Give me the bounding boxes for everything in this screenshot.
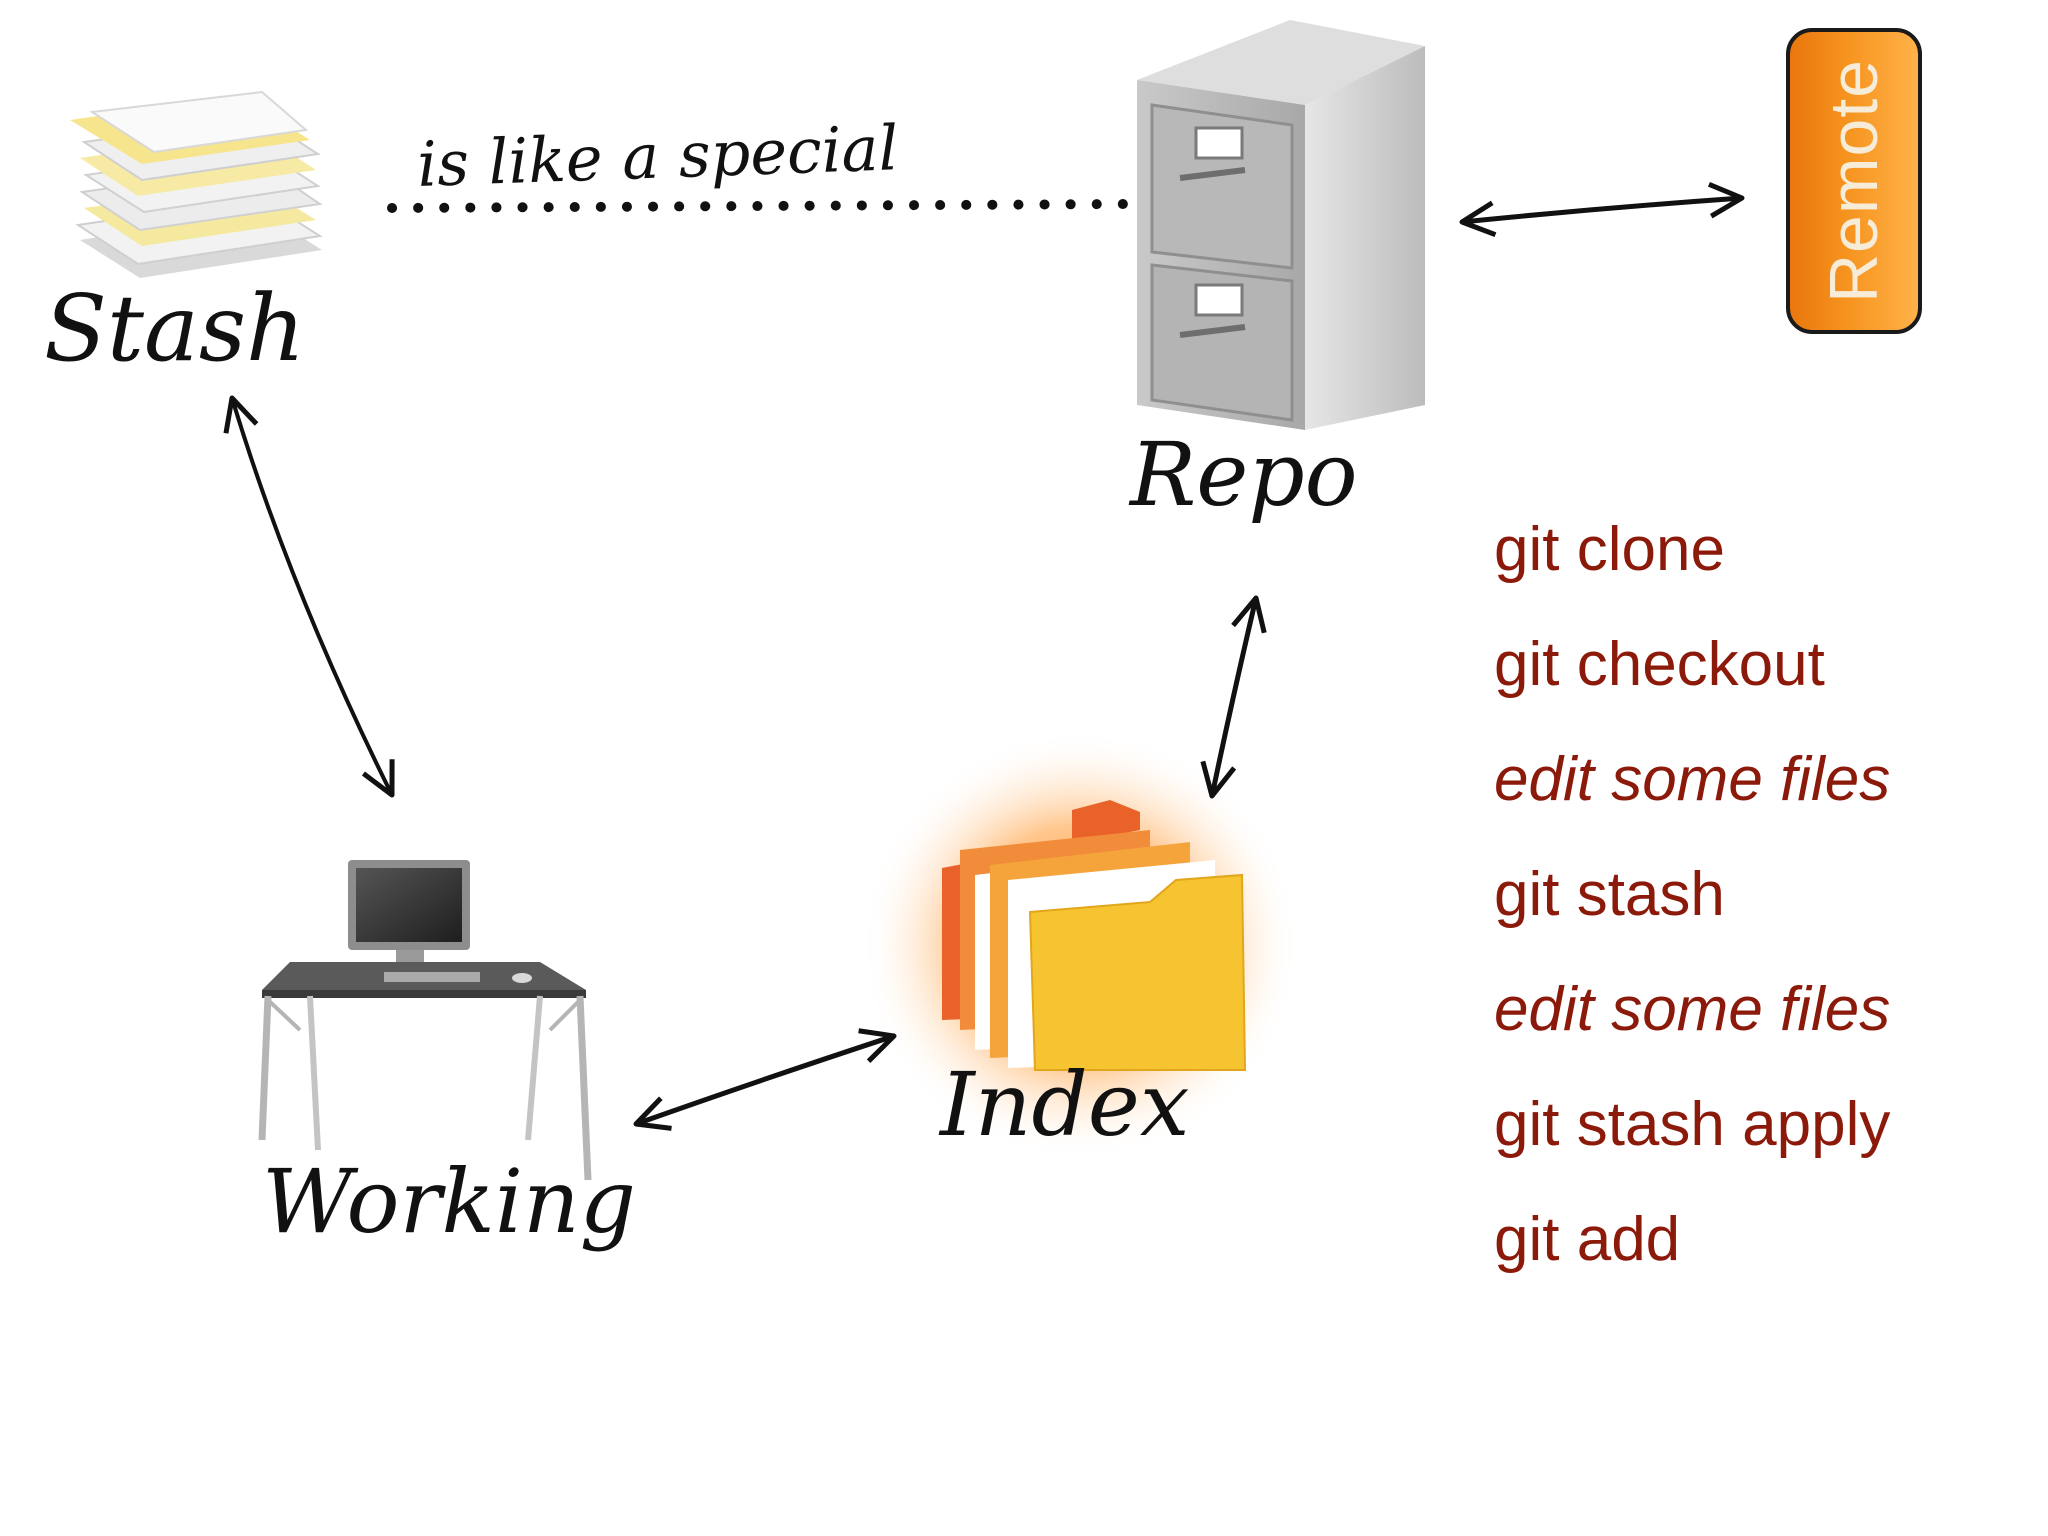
command-list: git clone git checkout edit some files g… (1494, 510, 1890, 1315)
repo-cabinet-icon (1137, 20, 1425, 430)
remote-label: Remote (1816, 58, 1892, 304)
stash-working-arrow (223, 395, 395, 798)
command-item: git stash apply (1494, 1090, 1891, 1159)
command-item: git checkout (1494, 630, 1825, 699)
remote-node: Remote (1786, 28, 1922, 334)
stash-label: Stash (44, 275, 305, 382)
working-label: Working (262, 1150, 636, 1253)
repo-label: Repo (1128, 423, 1358, 526)
command-item: edit some files (1494, 745, 1891, 814)
command-item: git stash (1494, 860, 1725, 929)
command-item: git add (1494, 1205, 1681, 1274)
connector-label: is like a special (416, 111, 899, 201)
command-item: git clone (1494, 515, 1725, 584)
working-index-arrow (633, 1028, 897, 1131)
index-label: Index (938, 1053, 1189, 1156)
stash-papers-icon (70, 90, 323, 278)
index-repo-arrow (1200, 595, 1267, 799)
repo-remote-arrow (1459, 181, 1745, 238)
index-folders-icon (860, 730, 1300, 1160)
dotted-connector-line (387, 199, 1131, 213)
working-desk-icon (258, 860, 592, 1181)
command-item: edit some files (1494, 975, 1891, 1044)
